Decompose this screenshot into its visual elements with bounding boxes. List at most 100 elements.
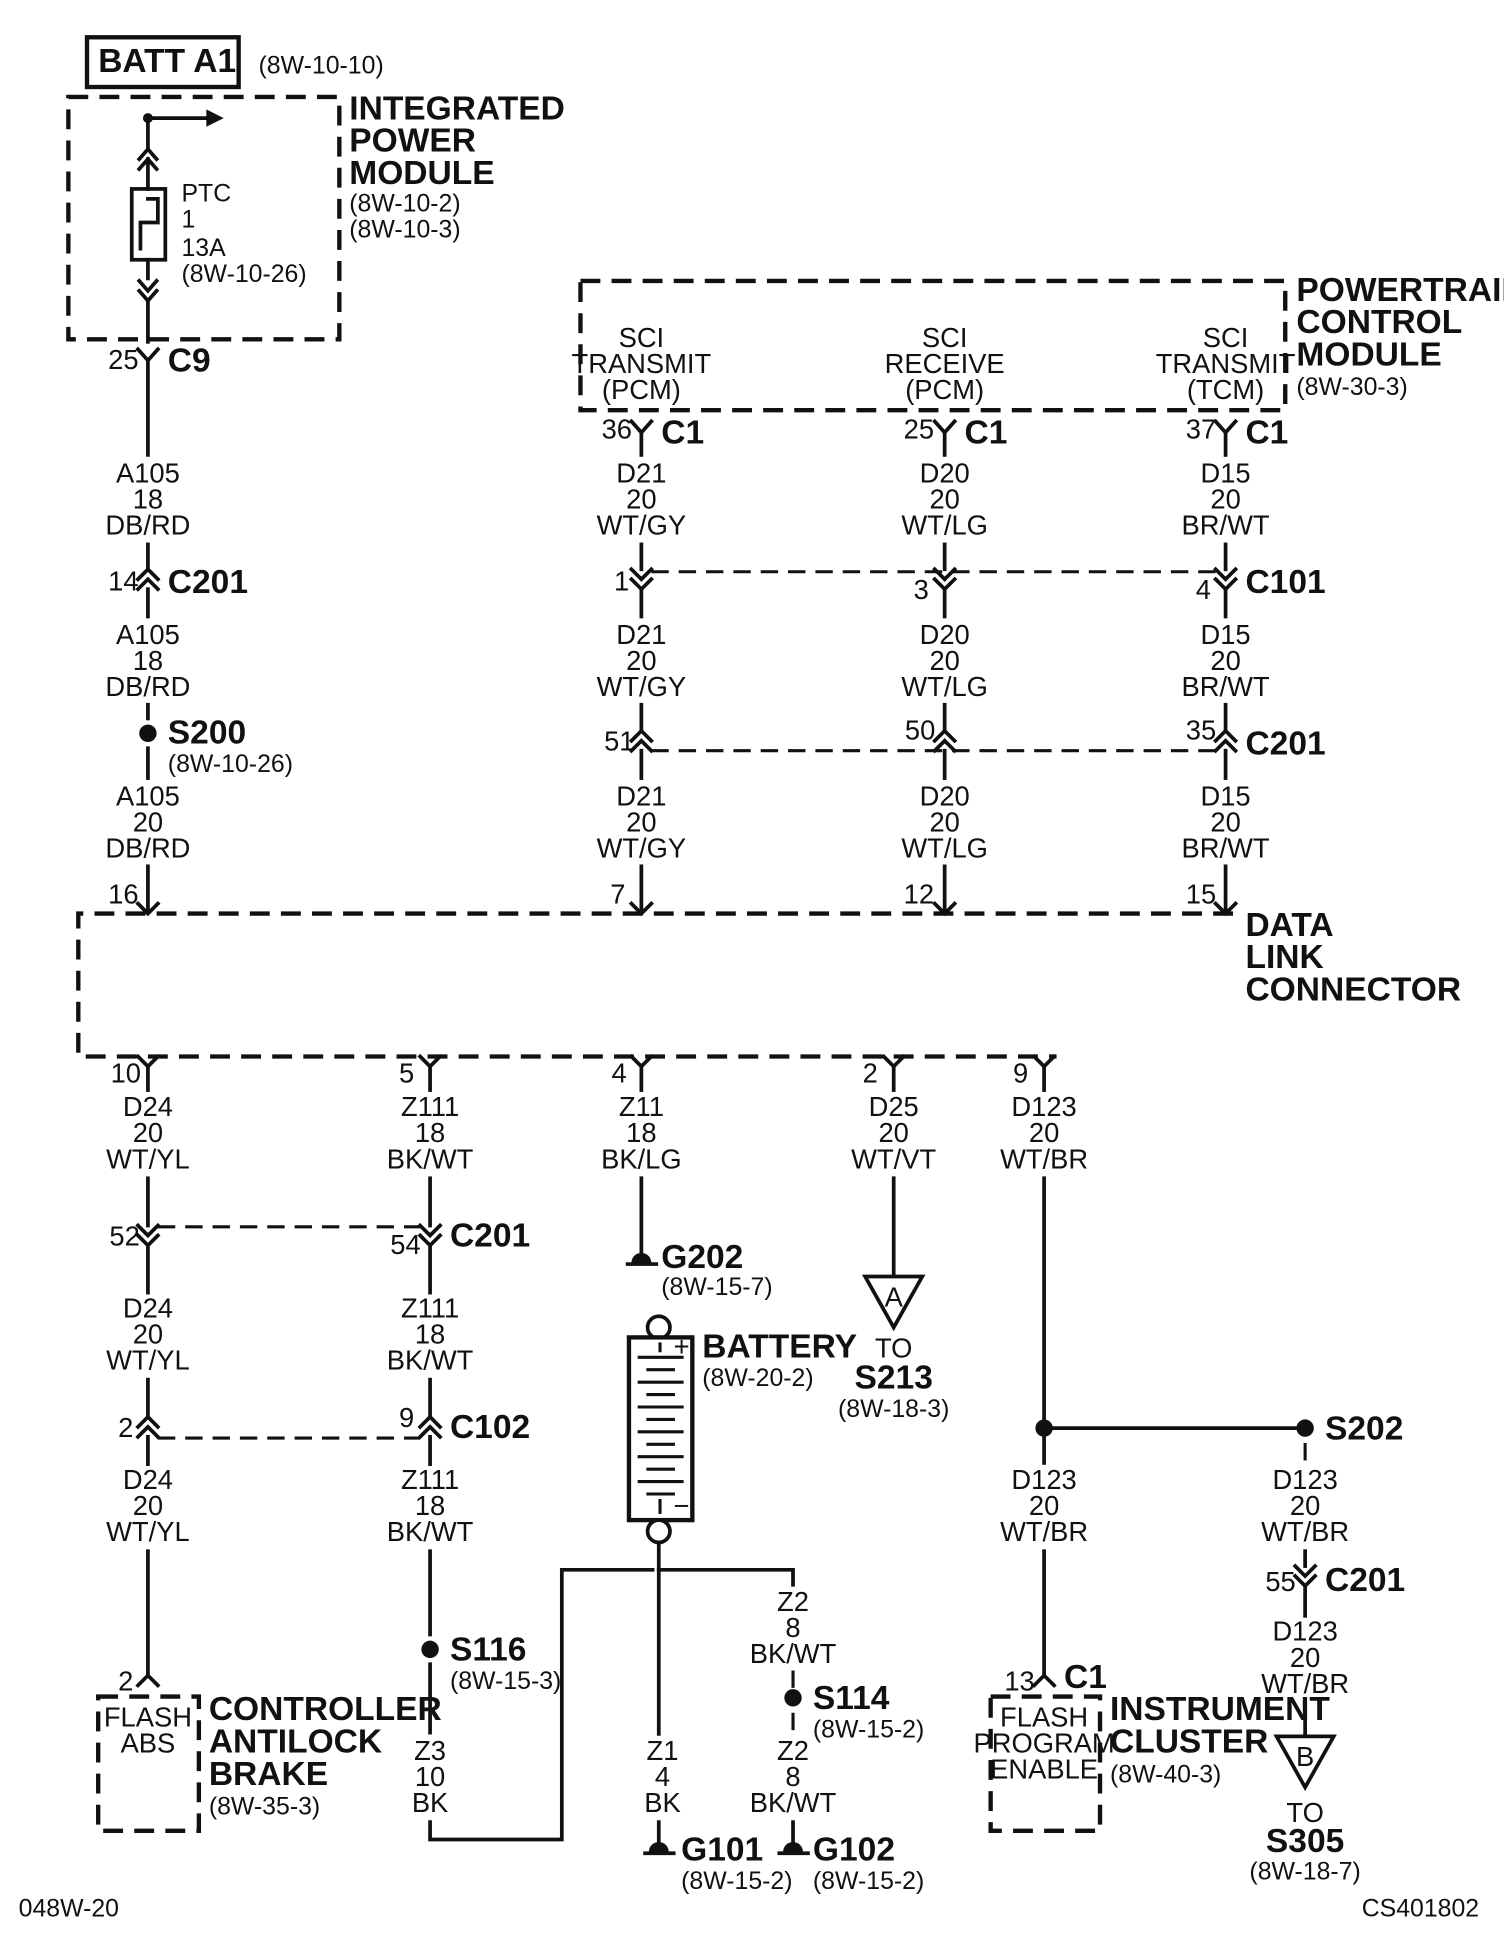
d21-top-color: WT/GY	[597, 509, 687, 540]
battery-ref: (8W-20-2)	[702, 1365, 813, 1392]
battery-bottom-terminal	[645, 1518, 672, 1545]
offpage-b-triangle	[1273, 1734, 1337, 1792]
batt-a1-box	[84, 35, 241, 90]
z111-mid-code: Z111	[401, 1293, 459, 1324]
c201-pin54-connector	[417, 1222, 443, 1249]
pcm-c1-pin25-num: 25	[904, 414, 934, 445]
c201-name-pcm: C201	[1245, 725, 1325, 762]
instrument-cluster: FLASH PROGRAM ENABLE INSTRUMENT CLUSTER …	[973, 1691, 1330, 1834]
dlc-pin10-num: 10	[111, 1058, 141, 1089]
integrated-power-module: INTEGRATED POWER MODULE (8W-10-2) (8W-10…	[66, 90, 565, 344]
d20-bot-color: WT/LG	[901, 833, 988, 864]
pcm-c1-connectors: 36 C1 25 C1 37 C1	[602, 414, 1289, 452]
c101-name: C101	[1245, 564, 1325, 601]
d123-circuit: D123 20 WT/BR S202 D123 20 WT/BR 13 C1 D…	[1000, 1064, 1405, 1885]
z111-mid-color: BK/WT	[387, 1345, 474, 1376]
d21-top-gauge: 20	[626, 483, 656, 514]
cluster-inner-3: ENABLE	[990, 1754, 1098, 1785]
pcm-port3-line2: TRANSMIT	[1156, 348, 1296, 379]
d123-right-color: WT/BR	[1261, 1516, 1349, 1547]
z2-bot-code: Z2	[777, 1735, 809, 1766]
ipm-ref-1: (8W-10-2)	[349, 190, 460, 217]
d15-mid-color: BR/WT	[1182, 671, 1270, 702]
ipm-ref-2: (8W-10-3)	[349, 216, 460, 243]
cluster-c1-name: C1	[1064, 1659, 1107, 1696]
a105-top-color: DB/RD	[105, 509, 190, 540]
a105-bot-gauge: 20	[133, 807, 163, 838]
c101-pin1: 1	[614, 565, 629, 596]
batt-a1-label: BATT A1	[98, 43, 236, 80]
battery-section: + − BATTERY (8W-20-2) Z1 4 BK G101 (8W-1…	[626, 1314, 924, 1895]
c201-pin52-connector	[135, 1222, 161, 1249]
d24-circuit: D24 20 WT/YL 52 D24 20 WT/YL 2 D24 20 WT…	[106, 1064, 190, 1696]
g102-ref: (8W-15-2)	[813, 1868, 924, 1895]
g101-name: G101	[681, 1832, 763, 1869]
d123-right-gauge: 20	[1290, 1490, 1320, 1521]
a105-bot-code: A105	[116, 780, 180, 811]
d25-color: WT/VT	[851, 1143, 936, 1174]
s114-splice-dot	[784, 1689, 802, 1707]
battery-body	[626, 1335, 695, 1523]
a105-mid-color: DB/RD	[105, 671, 190, 702]
s116-ref: (8W-15-3)	[450, 1668, 561, 1695]
pcm-c1-pin36-num: 36	[602, 414, 632, 445]
z2-top-gauge: 8	[785, 1612, 800, 1643]
d21-bot-code: D21	[616, 780, 666, 811]
s202-name: S202	[1325, 1410, 1403, 1447]
d24-mid-color: WT/YL	[106, 1345, 190, 1376]
c102-name: C102	[450, 1409, 530, 1446]
pcm-port2-line2: RECEIVE	[885, 348, 1005, 379]
battery-cells	[637, 1355, 684, 1496]
controller-antilock-brake: FLASH ABS CONTROLLER ANTILOCK BRAKE (8W-…	[96, 1691, 442, 1834]
dlc-name-line3: CONNECTOR	[1245, 972, 1461, 1009]
battery-branch-right	[656, 1567, 795, 1587]
a105-top-code: A105	[116, 457, 180, 488]
z111-top-color: BK/WT	[387, 1143, 474, 1174]
c201-pin35-connector	[1212, 728, 1239, 754]
pcm-wire-runs: D21 20 WT/GY D21 20 WT/GY D21 20 WT/GY D…	[597, 430, 1326, 913]
d20-top-gauge: 20	[929, 483, 959, 514]
c201-lower-name: C201	[450, 1218, 530, 1255]
c101-pin3: 3	[914, 574, 929, 605]
c102-pin2-num: 2	[118, 1412, 133, 1443]
c101-pin1-connector	[628, 566, 654, 592]
z111-circuit: Z111 18 BK/WT 54 C201 Z111 18 BK/WT 9 C1…	[157, 1064, 655, 1842]
pcm-ref: (8W-30-3)	[1296, 374, 1407, 401]
d20-mid-color: WT/LG	[901, 671, 988, 702]
ipm-bus-arrow-head	[206, 109, 224, 127]
d20-top-color: WT/LG	[901, 509, 988, 540]
c201-pin35: 35	[1186, 715, 1216, 746]
footer-left-code: 048W-20	[19, 1896, 119, 1923]
z111-top-gauge: 18	[415, 1117, 445, 1148]
offpage-b-name: S305	[1266, 1823, 1344, 1860]
ptc-number: 1	[181, 206, 195, 233]
g202-ref: (8W-15-7)	[661, 1274, 772, 1301]
cluster-name-1: INSTRUMENT	[1110, 1691, 1330, 1728]
c201-pin54-num: 54	[390, 1229, 420, 1260]
ptc-ref: (8W-10-26)	[181, 261, 306, 288]
batt-a1-section: BATT A1 (8W-10-10)	[84, 35, 384, 90]
pcm-port2-line1: SCI	[922, 322, 968, 353]
c201-pin50: 50	[905, 715, 935, 746]
d123-low-code: D123	[1272, 1616, 1337, 1647]
d20-mid-code: D20	[920, 619, 970, 650]
pcm-port1-line2: TRANSMIT	[572, 348, 712, 379]
c9-pin: 25	[108, 344, 138, 375]
pcm-c1-pin36-conn: C1	[661, 415, 704, 452]
g102-ground-symbol	[783, 1842, 803, 1852]
d24-top-code: D24	[123, 1091, 173, 1122]
ptc-label: PTC	[181, 180, 231, 207]
pcm-name-line2: CONTROL	[1296, 304, 1462, 341]
g102-name: G102	[813, 1832, 895, 1869]
d123-left-gauge: 20	[1029, 1490, 1059, 1521]
s116-splice-dot	[421, 1640, 439, 1659]
d15-mid-gauge: 20	[1210, 645, 1240, 676]
abs-name-1: CONTROLLER	[209, 1691, 442, 1728]
abs-inner-1: FLASH	[104, 1701, 192, 1732]
s200-ref: (8W-10-26)	[168, 751, 293, 778]
d15-bot-gauge: 20	[1210, 807, 1240, 838]
offpage-a-letter: A	[885, 1281, 904, 1312]
batt-a1-ref: (8W-10-10)	[259, 52, 384, 79]
abs-pin2-num: 2	[118, 1665, 133, 1696]
d24-low-color: WT/YL	[106, 1516, 190, 1547]
